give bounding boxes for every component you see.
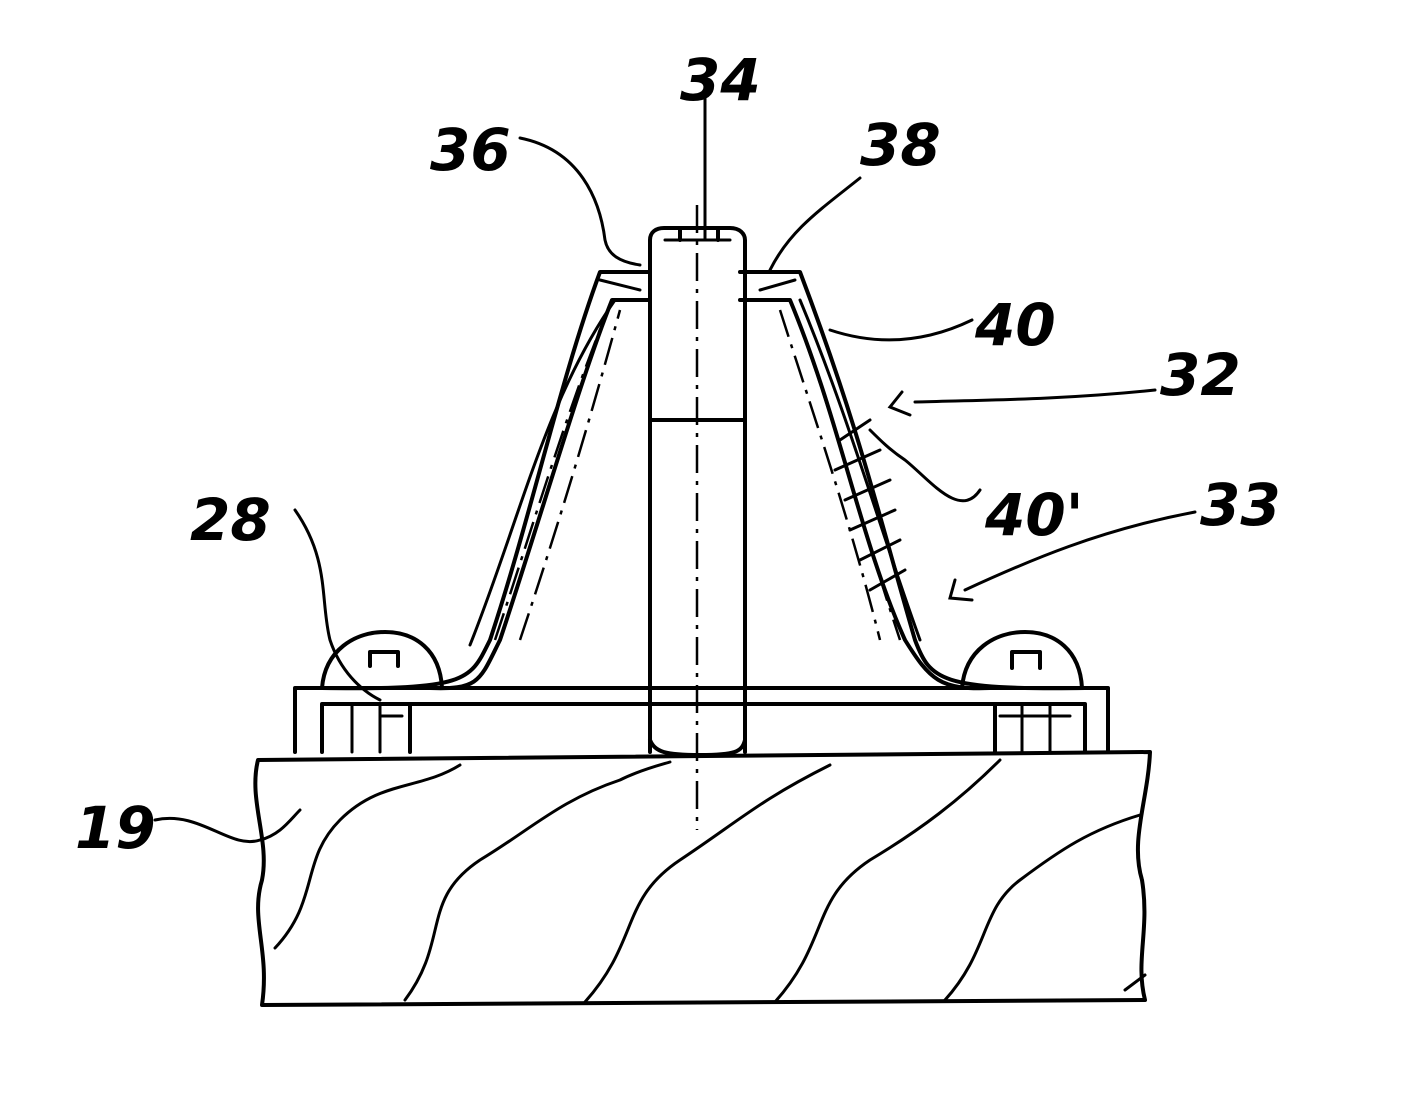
label-28: 28 [190,486,271,554]
label-40-prime: 40' [984,481,1083,549]
support-block [255,752,1150,1005]
label-32: 32 [1160,341,1241,409]
label-38: 38 [860,111,941,179]
membrane [322,272,1085,688]
label-33: 33 [1200,471,1281,539]
leader-lines [155,92,1195,842]
left-screw [322,632,442,752]
label-34: 34 [680,46,761,114]
label-36: 36 [430,116,511,184]
base-plate [295,688,1108,752]
label-40: 40 [974,291,1056,359]
label-19: 19 [75,794,156,862]
right-screw [962,632,1082,752]
central-screw [650,205,745,830]
